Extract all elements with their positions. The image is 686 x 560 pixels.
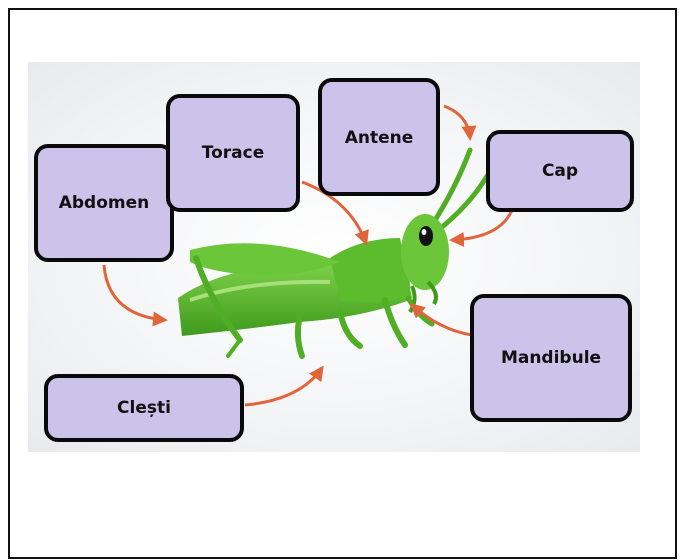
label-antene-text: Antene (345, 128, 414, 148)
label-torace-text: Torace (202, 143, 264, 163)
label-abdomen-text: Abdomen (59, 193, 150, 213)
arrow-icon (452, 210, 512, 240)
label-antene: Antene (318, 78, 440, 196)
label-cap-text: Cap (542, 161, 578, 181)
arrow-icon (412, 305, 472, 335)
label-cap: Cap (486, 130, 634, 212)
label-mandibule: Mandibule (470, 294, 632, 422)
label-mandibule-text: Mandibule (501, 348, 601, 368)
label-clesti-text: Clești (117, 398, 171, 418)
label-clesti: Clești (44, 374, 244, 442)
label-abdomen: Abdomen (34, 144, 174, 262)
arrow-icon (444, 106, 470, 138)
label-torace: Torace (166, 94, 300, 212)
arrow-icon (104, 265, 165, 320)
arrow-icon (245, 368, 322, 405)
